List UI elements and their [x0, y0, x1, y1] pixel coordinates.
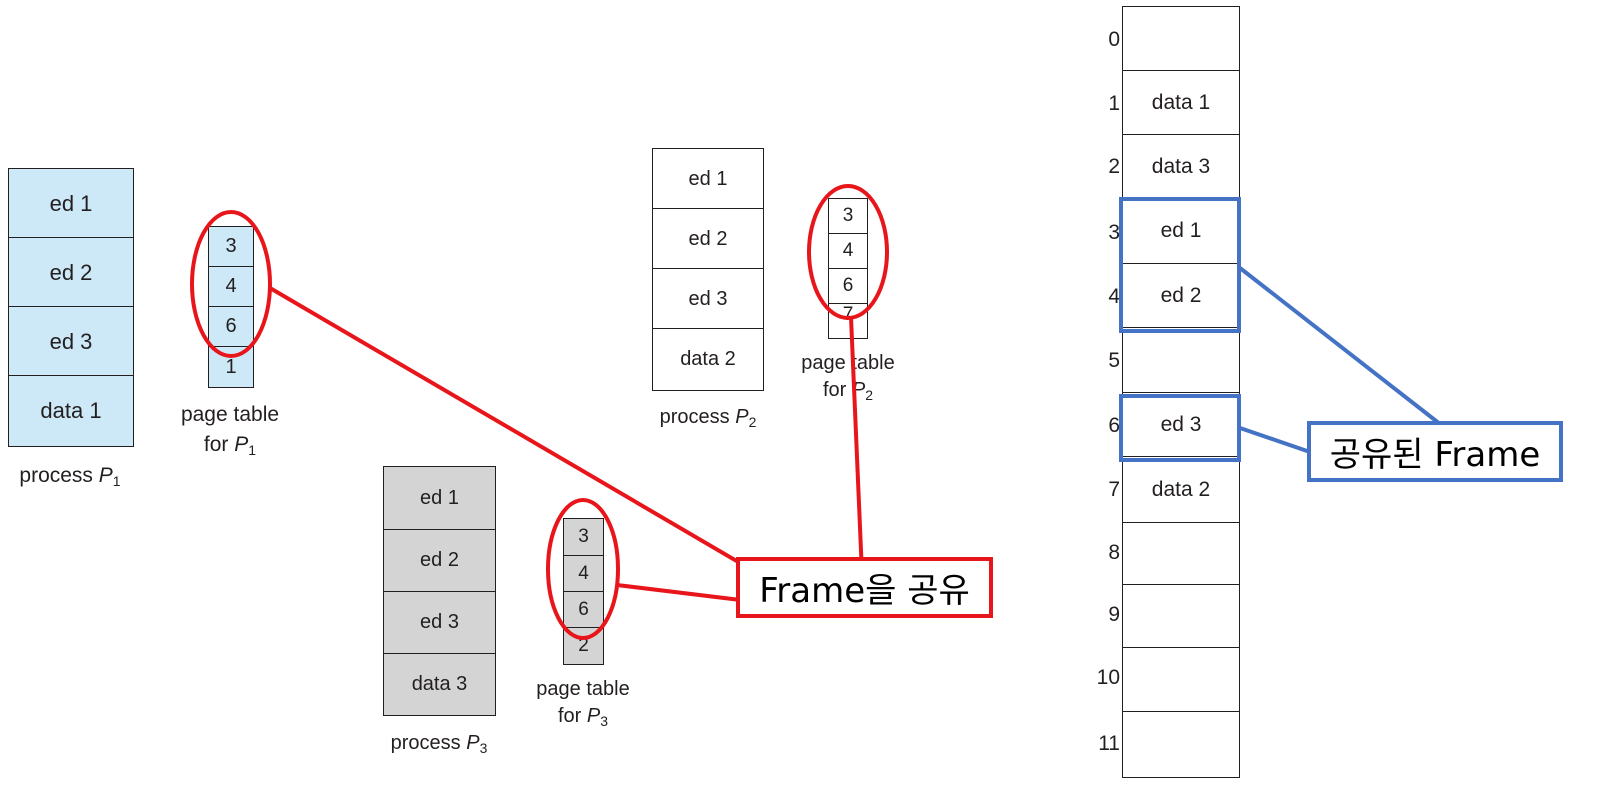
memory-frame [1122, 585, 1240, 648]
frame-number: 2 [1108, 155, 1120, 178]
frame-number: 1 [1108, 92, 1120, 115]
frame-number: 10 [1096, 666, 1120, 689]
page-cell: data 2 [652, 328, 764, 391]
process-p2: ed 1 ed 2 ed 3 data 2 [652, 148, 764, 391]
page-cell: ed 3 [383, 591, 496, 654]
frame-number: 9 [1108, 603, 1120, 626]
page-table-entry: 4 [208, 266, 254, 307]
process-p1: ed 1 ed 2 ed 3 data 1 [8, 168, 134, 447]
page-table-entry: 6 [208, 306, 254, 347]
physical-memory: data 1 data 3 ed 1 ed 2 ed 3 data 2 0 1 … [1080, 6, 1240, 778]
page-table-entry: 3 [208, 226, 254, 267]
page-table-p3-label: page table for P3 [536, 678, 630, 729]
page-table-p2: 3 4 6 7 [828, 198, 868, 339]
memory-frame [1122, 523, 1240, 585]
page-cell: ed 2 [383, 529, 496, 592]
page-cell: ed 2 [8, 237, 134, 308]
process-p1-label: process P1 [19, 464, 121, 489]
memory-frame [1122, 712, 1240, 778]
page-table-p1: 3 4 6 1 [208, 226, 254, 388]
page-cell: ed 1 [652, 148, 764, 210]
frame-number: 11 [1098, 732, 1120, 755]
frame-number: 0 [1108, 28, 1120, 51]
page-table-p2-label: page table for P2 [801, 352, 895, 403]
frame-number: 6 [1108, 414, 1120, 437]
memory-frame: ed 3 [1122, 393, 1240, 457]
memory-frame: data 3 [1122, 135, 1240, 199]
page-cell: ed 1 [383, 466, 496, 530]
frame-number: 8 [1108, 541, 1120, 564]
page-table-entry: 4 [828, 233, 868, 269]
page-table-p3: 3 4 6 2 [563, 518, 604, 665]
page-cell: ed 3 [652, 268, 764, 330]
page-table-entry: 6 [828, 268, 868, 304]
page-cell: data 3 [383, 653, 496, 716]
page-cell: ed 1 [8, 168, 134, 239]
memory-frame [1122, 6, 1240, 71]
page-table-p1-label: page table for P1 [180, 403, 280, 458]
frame-number: 7 [1108, 478, 1120, 501]
page-cell: ed 2 [652, 208, 764, 270]
connector-line-lower [1239, 426, 1311, 454]
memory-frame: data 2 [1122, 457, 1240, 523]
page-cell: data 1 [8, 375, 134, 447]
memory-frame: ed 2 [1122, 264, 1240, 328]
page-table-entry: 4 [563, 555, 604, 593]
page-cell: ed 3 [8, 306, 134, 377]
page-table-entry: 3 [563, 518, 604, 556]
shared-frame-callout: 공유된 Frame [1307, 421, 1563, 482]
page-table-entry: 1 [208, 346, 254, 388]
page-table-entry: 6 [563, 591, 604, 629]
memory-frame [1122, 328, 1240, 393]
frame-number: 5 [1108, 349, 1120, 372]
page-table-entry: 2 [563, 627, 604, 665]
frame-share-callout: Frame을 공유 [736, 557, 993, 618]
frame-number: 3 [1108, 221, 1120, 244]
memory-frame [1122, 648, 1240, 712]
process-p3-label: process P3 [390, 732, 488, 756]
process-p2-label: process P2 [659, 406, 757, 430]
memory-frame: data 1 [1122, 71, 1240, 135]
connector-line-upper [1238, 266, 1442, 426]
process-p3: ed 1 ed 2 ed 3 data 3 [383, 466, 496, 716]
frame-number: 4 [1108, 285, 1120, 308]
page-table-entry: 3 [828, 198, 868, 234]
page-table-entry: 7 [828, 303, 868, 339]
memory-frame: ed 1 [1122, 199, 1240, 264]
